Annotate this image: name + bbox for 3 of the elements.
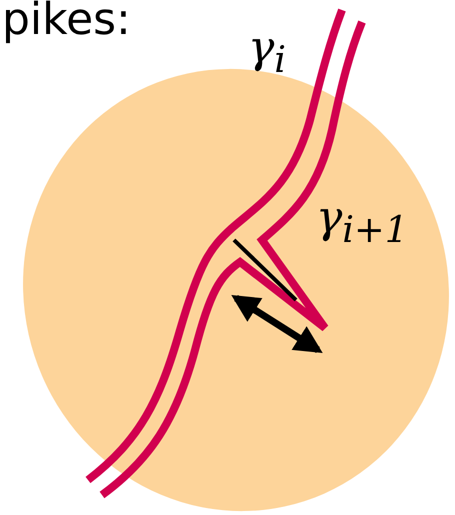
curve-label: γ$_{i}$ <box>248 26 286 78</box>
heading: pikes: <box>2 0 131 45</box>
curve-label: γ$_{i+1}$ <box>316 196 408 248</box>
